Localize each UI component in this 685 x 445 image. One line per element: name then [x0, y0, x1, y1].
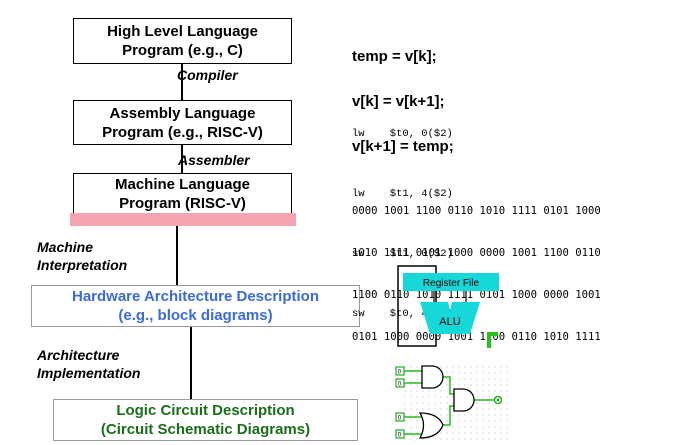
asm-code-line: lw $t1, 4($2) — [352, 188, 453, 200]
hardware-architecture-box: Hardware Architecture Description (e.g.,… — [31, 285, 360, 327]
alu-label: ALU — [439, 316, 460, 328]
alu-block — [420, 302, 480, 334]
and-gate-2 — [453, 388, 475, 412]
high-level-language-box: High Level Language Program (e.g., C) — [73, 18, 292, 64]
block-diagram: Register File ALU — [397, 265, 499, 348]
hll-line1: High Level Language — [107, 23, 258, 40]
machine-interp-line2: Interpretation — [37, 257, 128, 273]
arch-impl-line2: Implementation — [37, 365, 141, 381]
arch-impl-line1: Architecture — [37, 347, 120, 363]
register-file-block — [403, 273, 499, 291]
logic-circuit-box: Logic Circuit Description (Circuit Schem… — [53, 399, 358, 441]
green-corner-mark — [487, 332, 498, 348]
architecture-implementation-label: Architecture Implementation — [37, 346, 140, 382]
binary-line: 1010 1111 0101 1000 0000 1001 1100 0110 — [352, 247, 601, 259]
connector-arch-impl — [190, 327, 192, 399]
logic-schematic: 0 0 0 0 — [395, 362, 510, 442]
register-file-label: Register File — [423, 278, 480, 289]
binary-code-block: 0000 1001 1100 0110 1010 1111 0101 1000 … — [352, 176, 601, 358]
mach-line2: Program (RISC-V) — [119, 195, 246, 212]
assembler-label: Assembler — [178, 152, 250, 168]
binary-line: 0000 1001 1100 0110 1010 1111 0101 1000 — [352, 205, 601, 217]
logic-line2: (Circuit Schematic Diagrams) — [100, 421, 311, 438]
svg-text:0: 0 — [398, 382, 402, 388]
hw-line2: (e.g., block diagrams) — [118, 307, 273, 324]
logic-line1: Logic Circuit Description — [116, 402, 295, 419]
connector-assembler — [181, 145, 183, 173]
and-gate-1 — [421, 365, 444, 389]
c-code-line: v[k] = v[k+1]; — [352, 93, 445, 110]
binary-line: 0101 1000 0000 1001 1100 0110 1010 1111 — [352, 331, 601, 343]
assembly-language-box: Assembly Language Program (e.g., RISC-V) — [73, 100, 292, 145]
hll-line2: Program (e.g., C) — [122, 42, 243, 59]
hw-line1: Hardware Architecture Description — [71, 288, 320, 305]
compiler-label: Compiler — [177, 67, 238, 83]
svg-text:0: 0 — [398, 433, 402, 439]
c-code-line: v[k+1] = temp; — [352, 138, 454, 155]
connector-compiler — [181, 64, 183, 100]
asm-line2: Program (e.g., RISC-V) — [102, 123, 263, 141]
svg-text:0: 0 — [398, 370, 402, 376]
machine-interp-line1: Machine — [37, 239, 94, 255]
c-code-line: temp = v[k]; — [352, 48, 437, 65]
connector-machine-interp — [176, 226, 178, 285]
or-gate — [418, 412, 444, 439]
mach-line1: Machine Language — [114, 176, 251, 193]
binary-line: 1100 0110 1010 1111 0101 1000 0000 1001 — [352, 289, 601, 301]
machine-language-box: Machine Language Program (RISC-V) — [73, 173, 292, 215]
c-code-block: temp = v[k]; v[k] = v[k+1]; v[k+1] = tem… — [352, 19, 454, 169]
machine-interpretation-label: Machine Interpretation — [37, 238, 127, 274]
asm-code-line: sw $t1, 0($2) — [352, 248, 453, 260]
asm-line1: Assembly Language — [109, 104, 256, 122]
machine-language-bar — [70, 213, 296, 226]
svg-text:0: 0 — [398, 416, 402, 422]
asm-code-line: lw $t0, 0($2) — [352, 128, 453, 140]
